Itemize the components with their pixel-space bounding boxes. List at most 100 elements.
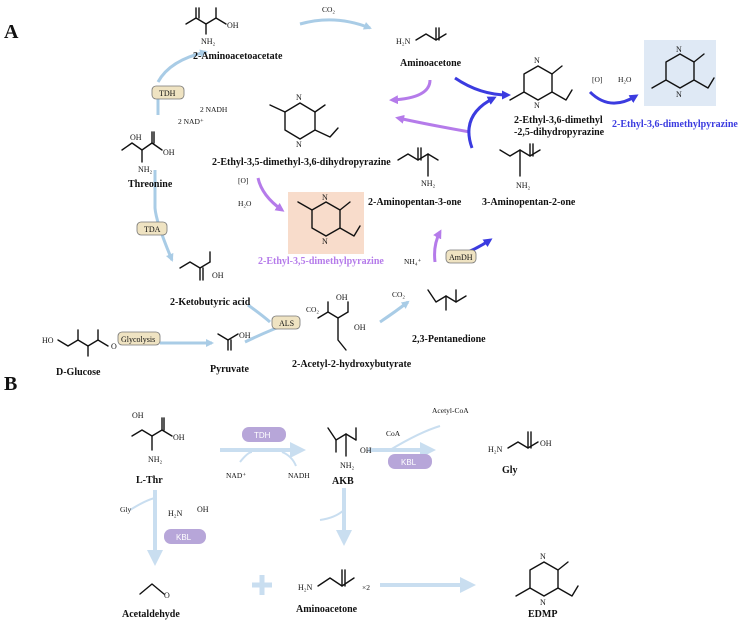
arrow-aminoacetone-to-dihydro35 (389, 79, 432, 105)
svg-text:OH: OH (360, 446, 372, 455)
label-ketobutyric: 2-Ketobutyric acid (170, 297, 251, 308)
structure-pentanedione (427, 289, 467, 311)
label-aminoacetoacetate: 2-Aminoacetoacetate (193, 51, 283, 62)
svg-text:NH₂: NH₂ (516, 181, 531, 190)
cofactor-coa: CoA (386, 429, 401, 438)
cofactor-nad-a: 2 NAD⁺ (178, 117, 204, 126)
structure-ketobutyric (179, 251, 211, 281)
svg-text:N: N (322, 237, 328, 246)
svg-text:N: N (534, 101, 540, 110)
arrow-acetylhydroxy-to-pentanedione (379, 300, 410, 324)
label-edmp36: 2-Ethyl-3,6-dimethylpyrazine (612, 119, 738, 130)
structure-aminoacetoacetate (185, 7, 227, 35)
cofactor-ox1: [O] (238, 176, 248, 185)
label-dihydro-36-line2: -2,5-dihydropyrazine (514, 127, 605, 138)
enzyme-tdh-a (151, 85, 185, 100)
cofactor-times2: ×2 (362, 583, 370, 592)
svg-text:NH₂: NH₂ (421, 179, 436, 188)
svg-text:NH₂: NH₂ (201, 37, 216, 46)
structure-aminopentan3 (397, 147, 439, 177)
structure-acetaldehyde (139, 583, 165, 595)
enzyme-tda (136, 221, 168, 236)
cofactor-gly-side: Gly (120, 505, 132, 514)
blue-arrows (454, 76, 639, 258)
label-aminopentan2: 3-Aminopentan-2-one (482, 197, 576, 208)
cofactor-nadh-b: NADH (288, 471, 310, 480)
svg-text:OH: OH (212, 271, 224, 280)
arrow-aminoacetone-to-dihydro36 (454, 76, 511, 100)
svg-text:TDH: TDH (159, 89, 176, 98)
arrow-keto-to-als (247, 303, 271, 324)
edmp36-highlight-box (644, 40, 716, 106)
label-edmp35: 2-Ethyl-3,5-dimethylpyrazine (258, 256, 384, 267)
svg-text:N: N (540, 552, 546, 561)
structure-pyruvate (217, 333, 239, 351)
label-dihydro-35: 2-Ethyl-3,5-dimethyl-3,6-dihydropyrazine (212, 157, 391, 168)
svg-text:OH: OH (227, 21, 239, 30)
cofactor-nh4: NH₄⁺ (404, 257, 421, 266)
structure-dihydro-35 (269, 102, 339, 140)
svg-text:OH: OH (239, 331, 251, 340)
svg-text:N: N (296, 140, 302, 149)
svg-text:O: O (111, 342, 117, 351)
label-aminopentan3: 2-Aminopentan-3-one (368, 197, 462, 208)
svg-text:AmDH: AmDH (449, 253, 473, 262)
arrow-aminopentan2-to-dihydro36 (467, 96, 497, 149)
structure-lthr (131, 417, 173, 451)
structure-gly (507, 431, 539, 449)
enzyme-kbl-top (388, 454, 432, 469)
svg-text:H₂N: H₂N (488, 445, 503, 454)
label-acetaldehyde: Acetaldehyde (122, 609, 180, 620)
label-threonine: Threonine (128, 179, 173, 190)
enzyme-als (271, 315, 301, 330)
arrow-oxidation-36 (588, 90, 639, 105)
label-lthr: L-Thr (136, 475, 163, 486)
structure-aminoacetone (415, 27, 447, 41)
label-edmp: EDMP (528, 609, 557, 620)
label-pyruvate: Pyruvate (210, 364, 249, 375)
structure-edmp-b (515, 561, 579, 597)
structure-dihydro-36 (509, 65, 573, 101)
svg-text:ALS: ALS (279, 319, 294, 328)
structure-aminopentan2 (499, 143, 541, 177)
svg-text:H₂N: H₂N (298, 583, 313, 592)
light-blue-arrows-a (153, 18, 410, 347)
arrow-thr-to-aminoacetoacetate (156, 49, 208, 83)
structure-acetylhydroxy (317, 301, 349, 351)
structure-edmp35 (297, 201, 361, 237)
svg-text:OH: OH (173, 433, 185, 442)
svg-text:OH: OH (163, 148, 175, 157)
cofactor-h2o1: H₂O (238, 199, 252, 208)
svg-text:OH: OH (132, 411, 144, 420)
cofactor-acetylcoa: Acetyl-CoA (432, 406, 469, 415)
cofactor-co2-top: CO₂ (322, 5, 335, 14)
enzyme-glycolysis (117, 331, 161, 346)
svg-text:N: N (534, 56, 540, 65)
svg-text:KBL: KBL (176, 533, 192, 542)
svg-text:OH: OH (354, 323, 366, 332)
arrow-aminopentan3-to-dihydro35 (395, 114, 471, 134)
enzyme-amdh (445, 249, 477, 264)
cofactor-co2-als: CO₂ (306, 305, 319, 314)
purple-arrows (256, 79, 471, 263)
enzyme-kbl-left (164, 529, 206, 544)
svg-text:KBL: KBL (401, 458, 417, 467)
svg-text:OH: OH (540, 439, 552, 448)
light-blue-arrows-b (147, 442, 476, 593)
svg-text:O: O (164, 591, 170, 600)
label-aminoacetone: Aminoacetone (400, 58, 462, 69)
svg-text:NH₂: NH₂ (340, 461, 355, 470)
label-aminoacetone-b: Aminoacetone (296, 604, 358, 615)
svg-text:H₂N: H₂N (168, 509, 183, 518)
svg-text:HO: HO (42, 336, 54, 345)
svg-text:NH₂: NH₂ (138, 165, 153, 174)
cofactor-ox2: [O] (592, 75, 602, 84)
arrow-amdh-to-aminopentan3 (433, 229, 442, 263)
label-gly: Gly (502, 465, 518, 476)
svg-text:N: N (676, 90, 682, 99)
svg-text:OH: OH (197, 505, 209, 514)
label-akb: AKB (332, 476, 354, 487)
plus-sign (252, 575, 272, 595)
cofactor-co2-pent: CO₂ (392, 290, 405, 299)
